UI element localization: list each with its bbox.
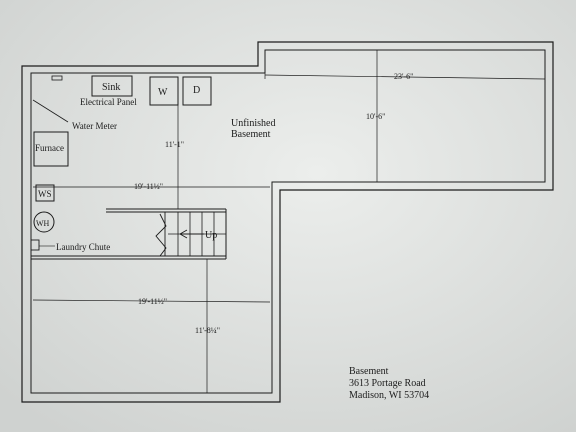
stairs-up-label: Up: [205, 230, 217, 241]
title-line3: Madison, WI 53704: [349, 390, 429, 401]
laundry-chute: [30, 239, 40, 251]
washer-label: W: [158, 87, 168, 98]
water-heater-label: WH: [36, 219, 50, 228]
washer: [149, 76, 179, 106]
water-meter-leader: [32, 99, 69, 123]
outer-wall: [21, 41, 554, 403]
dim-mid-width: 19'-11½": [134, 182, 163, 191]
unfinished-label-line2: Basement: [231, 129, 271, 140]
dim-center-height: 11'-1": [165, 140, 184, 149]
dimension-lines: [32, 50, 546, 393]
title-line2: 3613 Portage Road: [349, 378, 426, 389]
dryer: [182, 76, 212, 106]
water-meter-label: Water Meter: [72, 121, 117, 131]
dryer-label: D: [193, 85, 200, 96]
sink: [91, 75, 133, 97]
title-line1: Basement: [349, 366, 389, 377]
laundry-chute-label: Laundry Chute: [56, 242, 110, 252]
dim-lower-height: 11'-8¼": [195, 326, 220, 335]
stair-break-line: [155, 213, 167, 257]
sink-label: Sink: [102, 82, 120, 93]
inner-wall: [30, 49, 546, 394]
furnace: [33, 131, 69, 167]
stairs-up-arrow-head: [179, 229, 188, 239]
water-softener: [35, 184, 55, 202]
dim-top-width: 23'-6": [394, 72, 413, 81]
electrical-box: [51, 75, 63, 81]
water-softener-label: WS: [38, 189, 52, 199]
water-heater: [33, 211, 55, 233]
dim-lower-width: 19'-11½": [138, 297, 167, 306]
unfinished-label-line1: Unfinished: [231, 118, 275, 129]
furnace-label: Furnace: [35, 143, 64, 153]
dim-right-height: 10'-6": [366, 112, 385, 121]
electrical-panel-label: Electrical Panel: [80, 97, 137, 107]
